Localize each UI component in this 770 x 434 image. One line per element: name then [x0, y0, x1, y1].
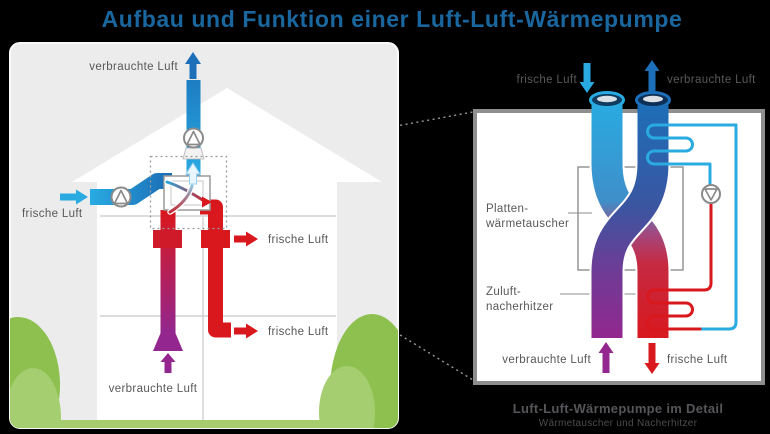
- bush-right-back: [330, 314, 398, 428]
- zoom-region-box: [149, 155, 228, 230]
- right-arrow-icon: [234, 323, 258, 339]
- up-arrow-icon: [185, 52, 201, 79]
- caption-line2: Wärmetauscher und Nacherhitzer: [539, 418, 698, 429]
- evaporator-coil: [646, 123, 738, 187]
- exhaust-flow-arrow: [168, 184, 194, 214]
- exhaust-air-tube: [591, 100, 669, 338]
- caption-line1: Luft-Luft-Wärmepumpe im Detail: [513, 401, 724, 416]
- label-reheater-line2: nacherhitzer: [486, 301, 553, 313]
- duct-collar: [182, 147, 205, 160]
- exhaust-intake-funnel: [153, 332, 183, 351]
- up-arrow-icon: [644, 60, 660, 92]
- label-heat-exchanger-line2: wärmetauscher: [485, 218, 569, 230]
- refrigerant-return-line: [698, 123, 738, 331]
- detail-view-panel: frische Luft verbrauchte Luft Platten- w…: [473, 60, 765, 429]
- plate-heat-exchanger-outline: [577, 166, 684, 271]
- fresh-flow-arrowhead: [202, 196, 212, 208]
- fresh-tube-opening: [589, 91, 625, 109]
- right-arrow-icon: [234, 231, 258, 247]
- label-exhaust-top: verbrauchte Luft: [89, 61, 178, 73]
- bush-left-front: [10, 368, 61, 428]
- exhaust-up-arrow: [185, 162, 201, 185]
- up-arrow-icon: [598, 342, 614, 373]
- label-exhaust-bottom: verbrauchte Luft: [109, 383, 198, 395]
- up-arrow-icon: [160, 353, 176, 373]
- label-fresh-top: frische Luft: [517, 74, 578, 86]
- pump-icon: [701, 184, 721, 204]
- ground-strip: [10, 420, 398, 428]
- label-fresh-floor1: frische Luft: [268, 234, 329, 246]
- fan-icon: [110, 186, 132, 208]
- fan-icon: [183, 127, 204, 149]
- down-arrow-icon: [644, 343, 660, 374]
- page-title: Aufbau und Funktion einer Luft-Luft-Wärm…: [102, 6, 683, 32]
- label-fresh-floor0: frische Luft: [268, 326, 329, 338]
- supply-duct-flange: [201, 230, 230, 248]
- label-exhaust-top: verbrauchte Luft: [667, 74, 756, 86]
- label-exhaust-bottom: verbrauchte Luft: [502, 354, 591, 366]
- down-arrow-icon: [579, 63, 595, 93]
- house-view-panel: verbrauchte Luft frische Luft frische Lu…: [9, 42, 399, 429]
- house-roof: [72, 88, 382, 182]
- label-reheater-line1: Zuluft-: [486, 286, 521, 298]
- right-arrow-icon: [60, 189, 88, 205]
- label-fresh-bottom: frische Luft: [667, 354, 728, 366]
- label-heat-exchanger-line1: Platten-: [486, 203, 528, 215]
- bush-right-front: [319, 366, 375, 428]
- label-fresh-in: frische Luft: [22, 208, 83, 220]
- exhaust-riser-flange: [153, 230, 182, 248]
- heat-exchange-unit-inner: [170, 180, 204, 206]
- reheater-coil: [646, 201, 713, 331]
- exhaust-tube-opening: [635, 91, 671, 109]
